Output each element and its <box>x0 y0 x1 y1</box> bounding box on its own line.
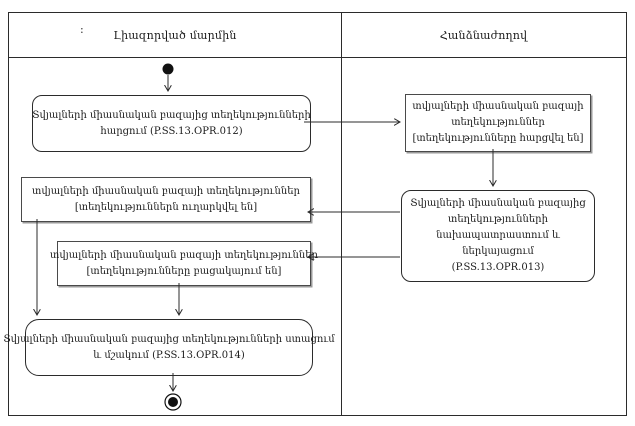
diagram-frame <box>8 12 627 416</box>
lane-header-label: Լիազորված մարմին <box>113 28 237 42</box>
lane-header-label: Հանձնաժողով <box>439 28 528 42</box>
object-info-requested-line3: [տեղեկությունները հարցվել են] <box>412 133 584 144</box>
object-info-missing: տվյալների միասնական բազայի տեղեկությունն… <box>50 241 318 286</box>
object-info-sent-line2: [տեղեկություններն ուղարկվել են] <box>74 201 258 213</box>
header-separator <box>8 57 626 58</box>
action-opr013: Տվյալների միասնական բազայից տեղեկություն… <box>401 190 595 282</box>
action-opr014: Տվյալների միասնական բազայից տեղեկություն… <box>3 319 335 376</box>
action-opr013-line3: նախապատրաստում և <box>436 230 560 241</box>
action-opr014-line2: և մշակում (P.SS.13.OPR.014) <box>93 349 245 361</box>
object-info-missing-line2: [տեղեկությունները բացակայում են] <box>86 265 282 277</box>
stray-colon-mark: : <box>80 23 84 36</box>
object-info-sent-line1: տվյալների միասնական բազայի տեղեկությունն… <box>32 185 300 197</box>
action-opr013-line5: (P.SS.13.OPR.013) <box>451 262 545 273</box>
action-opr012-line1: Տվյալների միասնական բազայից տեղեկություն… <box>32 109 311 121</box>
action-opr012-line2: հարցում (P.SS.13.OPR.012) <box>100 125 243 137</box>
object-info-requested-line1: տվյալների միասնական բազայի <box>412 101 584 112</box>
object-info-requested-line2: տեղեկություններ <box>451 117 545 128</box>
action-opr013-line4: ներկայացում <box>462 246 534 257</box>
object-info-requested: տվյալների միասնական բազայի տեղեկությունն… <box>405 94 591 152</box>
action-opr013-line2: տեղեկությունների <box>448 214 548 225</box>
lane-header-commission: Հանձնաժողով <box>342 13 625 57</box>
lane-divider <box>341 12 342 415</box>
action-opr014-line1: Տվյալների միասնական բազայից տեղեկություն… <box>3 333 335 345</box>
object-info-missing-line1: տվյալների միասնական բազայի տեղեկությունն… <box>50 249 318 261</box>
object-info-sent: տվյալների միասնական բազայի տեղեկությունն… <box>21 177 311 222</box>
action-opr013-line1: Տվյալների միասնական բազայից <box>410 198 586 209</box>
action-opr012: Տվյալների միասնական բազայից տեղեկություն… <box>32 95 311 152</box>
lane-header-authorized-body: Լիազորված մարմին <box>9 13 341 57</box>
